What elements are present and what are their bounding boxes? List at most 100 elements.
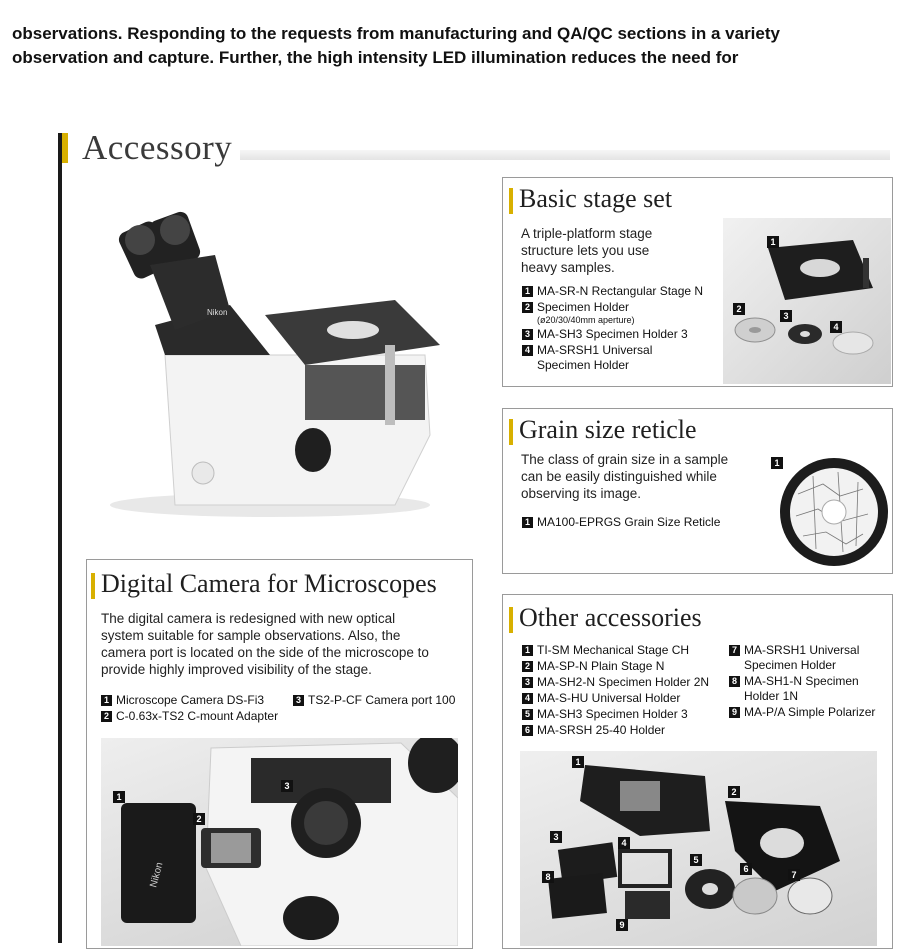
basic-stage-title: Basic stage set bbox=[508, 184, 673, 214]
basic-stage-image: 1 2 3 4 bbox=[723, 218, 891, 384]
section-title-rule bbox=[240, 150, 890, 160]
callout-6: 6 bbox=[740, 863, 752, 875]
item-number: 6 bbox=[522, 725, 533, 736]
item-label: MA-SRSH1 Universal bbox=[537, 343, 653, 357]
item-label: MA-SR-N Rectangular Stage N bbox=[537, 284, 704, 298]
item-number: 7 bbox=[729, 645, 740, 656]
callout-1: 1 bbox=[767, 236, 779, 248]
desc-line: observing its image. bbox=[521, 486, 642, 501]
grain-reticle-box: Grain size reticle The class of grain si… bbox=[502, 408, 893, 574]
item-label: Specimen Holder bbox=[537, 300, 630, 314]
list-item: 1 MA100-EPRGS Grain Size Reticle bbox=[522, 515, 752, 530]
list-item: 2 C-0.63x-TS2 C-mount Adapter bbox=[101, 709, 296, 724]
item-number: 3 bbox=[293, 695, 304, 706]
callout-1: 1 bbox=[572, 756, 584, 768]
list-item: 2 MA-SP-N Plain Stage N bbox=[522, 659, 732, 674]
other-accessories-image: 1 2 3 4 5 6 7 8 9 bbox=[520, 751, 877, 946]
item-label: MA-SH2-N Specimen Holder 2N bbox=[537, 675, 710, 689]
intro-line-2: observation and capture. Further, the hi… bbox=[12, 48, 739, 67]
section-accent-bar bbox=[62, 133, 68, 163]
digital-camera-box: Digital Camera for Microscopes The digit… bbox=[86, 559, 473, 949]
item-label: MA-SRSH 25-40 Holder bbox=[537, 723, 666, 737]
desc-line: structure lets you use bbox=[521, 243, 650, 258]
item-number: 5 bbox=[522, 709, 533, 720]
list-item: 2 Specimen Holder(ø20/30/40mm aperture) bbox=[522, 300, 727, 326]
list-item: 5 MA-SH3 Specimen Holder 3 bbox=[522, 707, 732, 722]
item-label-cont: Holder 1N bbox=[744, 689, 799, 703]
item-label: MA-S-HU Universal Holder bbox=[537, 691, 681, 705]
item-number: 9 bbox=[729, 707, 740, 718]
item-number: 1 bbox=[522, 517, 533, 528]
list-item: 4 MA-S-HU Universal Holder bbox=[522, 691, 732, 706]
item-label-cont: Specimen Holder bbox=[537, 358, 630, 372]
item-number: 1 bbox=[522, 286, 533, 297]
item-number: 2 bbox=[101, 711, 112, 722]
item-number: 8 bbox=[729, 676, 740, 687]
callout-3: 3 bbox=[281, 780, 293, 792]
item-number: 4 bbox=[522, 345, 533, 356]
item-label: MA100-EPRGS Grain Size Reticle bbox=[537, 515, 721, 529]
list-item: 6 MA-SRSH 25-40 Holder bbox=[522, 723, 732, 738]
callout-1: 1 bbox=[771, 457, 783, 469]
item-label: MA-P/A Simple Polarizer bbox=[744, 705, 876, 719]
callout-2: 2 bbox=[193, 813, 205, 825]
item-number: 2 bbox=[522, 302, 533, 313]
basic-stage-description: A triple-platform stage structure lets y… bbox=[521, 225, 721, 276]
list-item: 3 MA-SH3 Specimen Holder 3 bbox=[522, 327, 727, 342]
digital-camera-title: Digital Camera for Microscopes bbox=[91, 569, 437, 599]
item-label: MA-SP-N Plain Stage N bbox=[537, 659, 665, 673]
callout-9: 9 bbox=[616, 919, 628, 931]
callout-5: 5 bbox=[690, 854, 702, 866]
callout-8: 8 bbox=[542, 871, 554, 883]
callout-7: 7 bbox=[788, 869, 800, 881]
desc-line: camera port is located on the side of th… bbox=[101, 645, 429, 660]
item-number: 1 bbox=[101, 695, 112, 706]
microscope-brand: Nikon bbox=[207, 308, 227, 317]
callout-3: 3 bbox=[550, 831, 562, 843]
other-accessories-title: Other accessories bbox=[509, 603, 702, 633]
callout-3: 3 bbox=[780, 310, 792, 322]
intro-text: observations. Responding to the requests… bbox=[12, 22, 892, 70]
item-label: MA-SH1-N Specimen bbox=[744, 674, 859, 688]
desc-line: system suitable for sample observations.… bbox=[101, 628, 401, 643]
digital-camera-image: Nikon 1 2 3 bbox=[101, 738, 458, 946]
callout-4: 4 bbox=[618, 837, 630, 849]
item-number: 3 bbox=[522, 677, 533, 688]
desc-line: provide highly improved visibility of th… bbox=[101, 662, 372, 677]
item-number: 4 bbox=[522, 693, 533, 704]
desc-line: A triple-platform stage bbox=[521, 226, 653, 241]
list-item: 1 MA-SR-N Rectangular Stage N bbox=[522, 284, 727, 299]
list-item: 9 MA-P/A Simple Polarizer bbox=[729, 705, 889, 720]
grain-reticle-image: 1 bbox=[768, 454, 890, 572]
item-label: MA-SH3 Specimen Holder 3 bbox=[537, 327, 688, 341]
item-label: MA-SH3 Specimen Holder 3 bbox=[537, 707, 688, 721]
desc-line: The digital camera is redesigned with ne… bbox=[101, 611, 396, 626]
item-label: C-0.63x-TS2 C-mount Adapter bbox=[116, 709, 279, 723]
item-number: 3 bbox=[522, 329, 533, 340]
item-number: 2 bbox=[522, 661, 533, 672]
intro-line-1: observations. Responding to the requests… bbox=[12, 24, 780, 43]
section-title: Accessory bbox=[82, 128, 233, 167]
desc-line: heavy samples. bbox=[521, 260, 615, 275]
grain-reticle-list: 1 MA100-EPRGS Grain Size Reticle bbox=[522, 515, 752, 531]
callout-1: 1 bbox=[113, 791, 125, 803]
item-sublabel: (ø20/30/40mm aperture) bbox=[537, 315, 635, 325]
list-item: 3 MA-SH2-N Specimen Holder 2N bbox=[522, 675, 732, 690]
desc-line: The class of grain size in a sample bbox=[521, 452, 729, 467]
microscope-image: Nikon bbox=[95, 205, 445, 525]
desc-line: can be easily distinguished while bbox=[521, 469, 717, 484]
grain-reticle-description: The class of grain size in a sample can … bbox=[521, 451, 761, 502]
section-vertical-rule bbox=[58, 133, 62, 943]
callout-2: 2 bbox=[733, 303, 745, 315]
item-number: 1 bbox=[522, 645, 533, 656]
